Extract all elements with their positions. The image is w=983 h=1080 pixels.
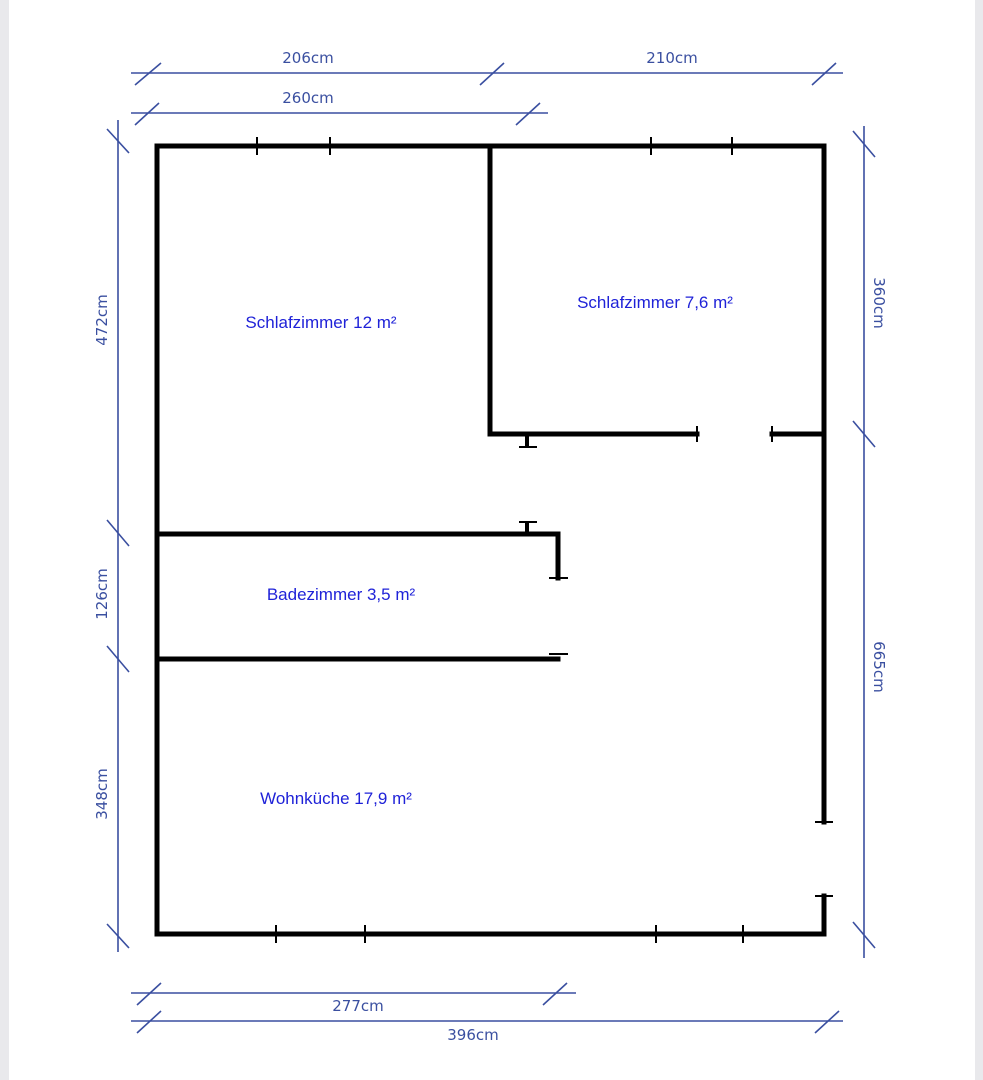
dim-label-left-lower: 348cm (93, 768, 111, 820)
dim-label-top-right: 210cm (646, 49, 698, 67)
dim-tick (811, 62, 837, 86)
dim-label-left-middle: 126cm (93, 568, 111, 620)
dim-tick (134, 62, 162, 86)
dim-tick (852, 420, 876, 448)
dim-tick (106, 128, 130, 154)
dim-tick (106, 645, 130, 673)
dim-tick (134, 102, 160, 126)
dim-label-right-lower: 665cm (870, 641, 888, 693)
dim-label-top-inner: 260cm (282, 89, 334, 107)
room-label-kitchen: Wohnküche 17,9 m² (260, 789, 412, 808)
dim-label-bottom-total: 396cm (447, 1026, 499, 1044)
room-label-bedroom-large: Schlafzimmer 12 m² (245, 313, 396, 332)
dim-label-bottom-inner: 277cm (332, 997, 384, 1015)
dim-tick (852, 130, 876, 158)
dim-label-left-upper: 472cm (93, 294, 111, 346)
dim-label-right-upper: 360cm (870, 277, 888, 329)
dim-tick (136, 1010, 162, 1034)
opening-marks (256, 137, 833, 943)
dim-tick (136, 982, 162, 1006)
dim-tick (542, 982, 568, 1006)
dim-tick (814, 1010, 840, 1034)
dim-tick (106, 519, 130, 547)
dimension-lines (106, 62, 876, 1034)
room-label-bedroom-small: Schlafzimmer 7,6 m² (577, 293, 733, 312)
dim-tick (515, 102, 541, 126)
dim-tick (106, 923, 130, 949)
room-label-bathroom: Badezimmer 3,5 m² (267, 585, 416, 604)
dim-label-top-left: 206cm (282, 49, 334, 67)
dim-tick (479, 62, 505, 86)
walls (154, 143, 827, 937)
dim-tick (852, 921, 876, 949)
